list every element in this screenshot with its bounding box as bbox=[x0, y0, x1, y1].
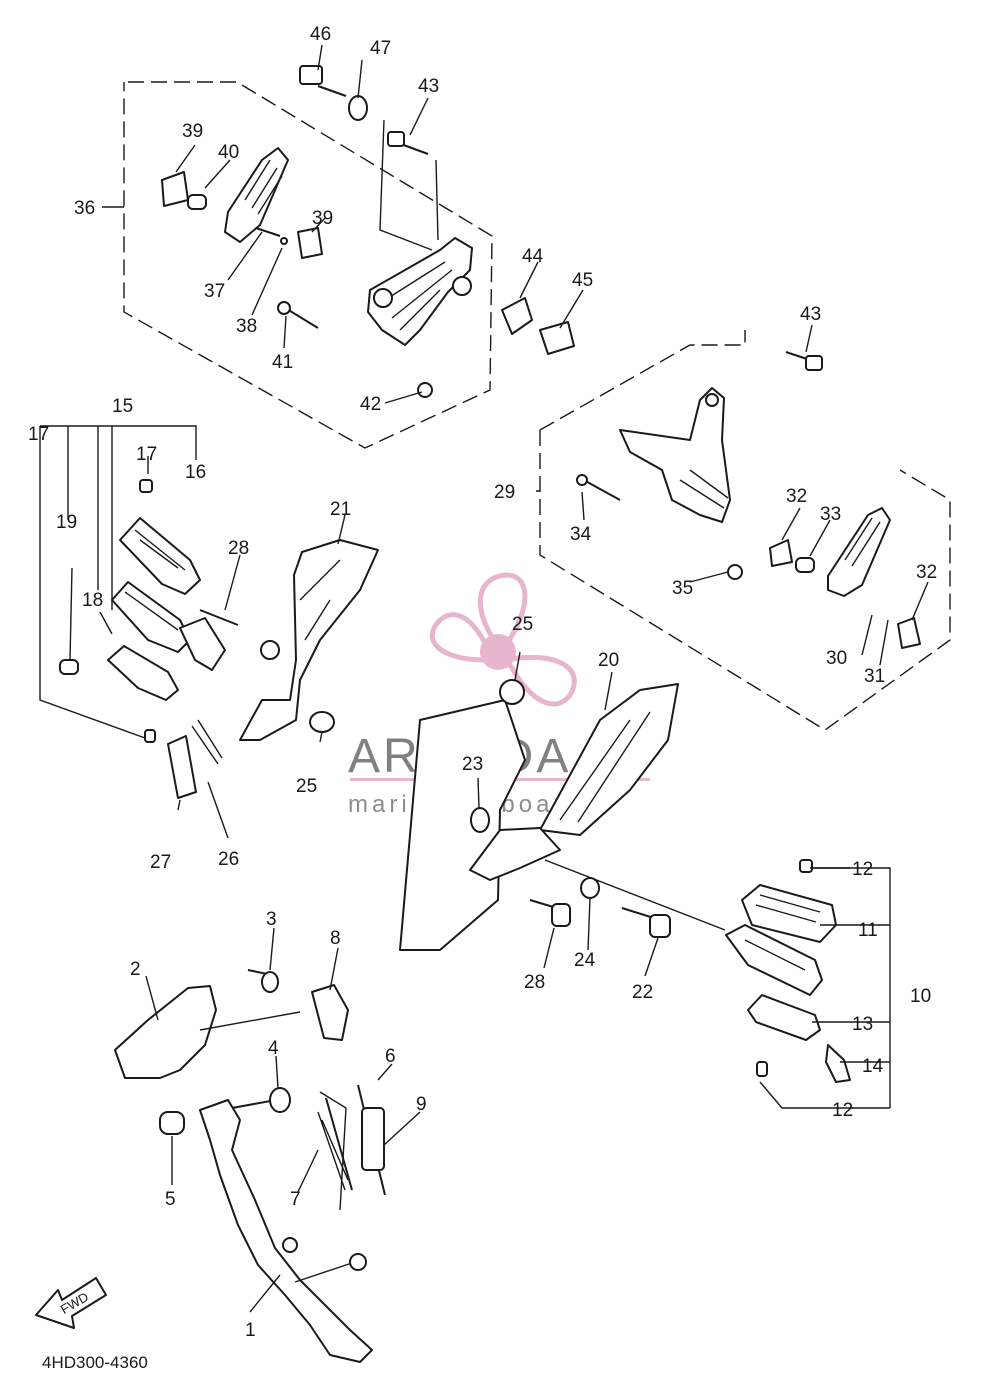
callout-18: 18 bbox=[82, 590, 103, 611]
callout-38: 38 bbox=[236, 316, 257, 337]
callout-26: 26 bbox=[218, 849, 239, 870]
callout-6: 6 bbox=[385, 1046, 396, 1067]
callout-32-right: 32 bbox=[916, 562, 937, 583]
callout-1: 1 bbox=[245, 1320, 256, 1341]
callout-29: 29 bbox=[494, 482, 515, 503]
callout-12-top: 12 bbox=[852, 859, 873, 880]
callout-17-center: 17 bbox=[136, 444, 157, 465]
callout-24: 24 bbox=[574, 950, 596, 971]
callout-16: 16 bbox=[185, 462, 206, 483]
callout-25-left: 25 bbox=[296, 776, 317, 797]
callout-31: 31 bbox=[864, 666, 885, 687]
callout-23: 23 bbox=[462, 754, 483, 775]
callout-46: 46 bbox=[310, 24, 331, 45]
callout-21: 21 bbox=[330, 499, 351, 520]
callout-37: 37 bbox=[204, 281, 225, 302]
callout-28-right: 28 bbox=[524, 972, 545, 993]
callout-30: 30 bbox=[826, 648, 847, 669]
callout-34: 34 bbox=[570, 524, 592, 545]
callout-27: 27 bbox=[150, 852, 171, 873]
callout-20: 20 bbox=[598, 650, 619, 671]
reference-code: 4HD300-4360 bbox=[42, 1353, 148, 1372]
sidestand-assembly bbox=[114, 969, 386, 1363]
callout-8: 8 bbox=[330, 928, 341, 949]
callout-35: 35 bbox=[672, 578, 693, 599]
callout-25-right: 25 bbox=[512, 614, 533, 635]
front-footrest-assembly-right bbox=[399, 679, 891, 1109]
callout-17-left: 17 bbox=[28, 424, 49, 445]
callout-43-top: 43 bbox=[418, 76, 439, 97]
callout-9: 9 bbox=[416, 1094, 427, 1115]
callout-47: 47 bbox=[370, 38, 391, 59]
callout-numbers: 1 2 3 4 5 6 7 8 9 10 11 12 12 12 13 14 1… bbox=[28, 24, 937, 1341]
callout-11: 11 bbox=[858, 920, 878, 941]
callout-3: 3 bbox=[266, 909, 277, 930]
callout-32-top: 32 bbox=[786, 486, 807, 507]
callout-leaders bbox=[69, 44, 929, 1313]
callout-43-right: 43 bbox=[800, 304, 821, 325]
callout-39-bottom: 39 bbox=[312, 208, 333, 229]
callout-2: 2 bbox=[130, 959, 141, 980]
callout-15: 15 bbox=[112, 396, 133, 417]
callout-7: 7 bbox=[290, 1189, 301, 1210]
callout-14: 14 bbox=[862, 1056, 884, 1077]
callout-39-top: 39 bbox=[182, 121, 203, 142]
rear-footrest-assembly-left bbox=[123, 65, 575, 449]
callout-44: 44 bbox=[522, 246, 544, 267]
callout-4: 4 bbox=[268, 1038, 279, 1059]
callout-12-bottom: 12 bbox=[832, 1100, 853, 1121]
callout-19: 19 bbox=[56, 512, 77, 533]
callout-45: 45 bbox=[572, 270, 593, 291]
callout-10: 10 bbox=[910, 986, 931, 1007]
callout-28-left: 28 bbox=[228, 538, 249, 559]
rear-footrest-assembly-right bbox=[539, 330, 951, 731]
callout-36: 36 bbox=[74, 198, 95, 219]
fwd-arrow-icon: FWD bbox=[35, 1277, 107, 1329]
callout-22: 22 bbox=[632, 982, 653, 1003]
callout-42: 42 bbox=[360, 394, 381, 415]
callout-41: 41 bbox=[272, 352, 293, 373]
callout-33: 33 bbox=[820, 504, 841, 525]
front-footrest-assembly-left bbox=[39, 425, 379, 799]
callout-5: 5 bbox=[165, 1189, 176, 1210]
callout-40: 40 bbox=[218, 142, 239, 163]
callout-13: 13 bbox=[852, 1014, 873, 1035]
propeller-icon bbox=[429, 572, 577, 707]
